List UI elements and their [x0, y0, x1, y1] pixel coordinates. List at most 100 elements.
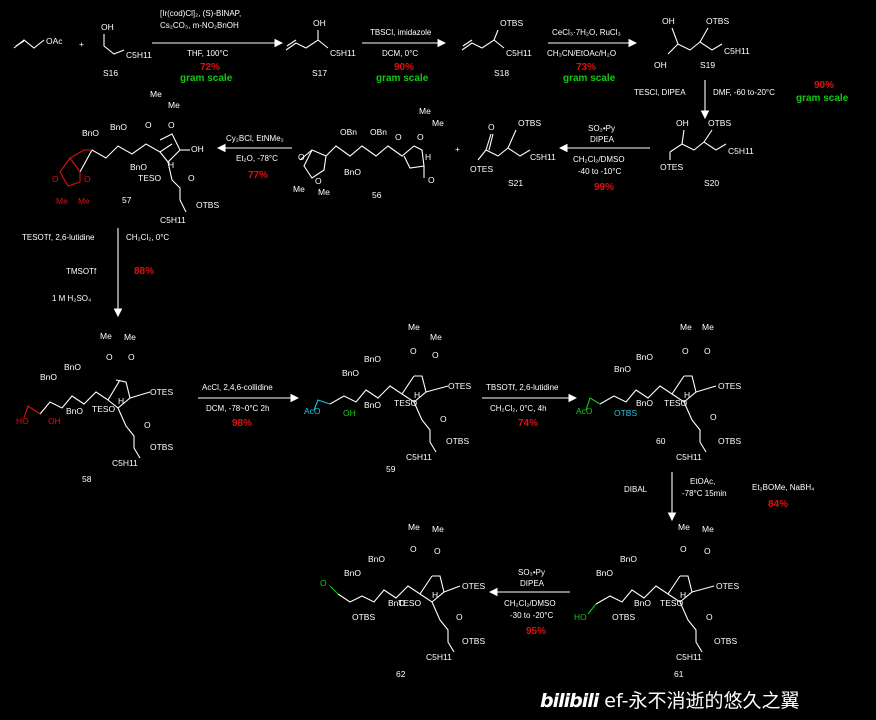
svg-text:O: O: [428, 175, 435, 185]
svg-text:CeCl₃·7H₂O, RuCl₃: CeCl₃·7H₂O, RuCl₃: [552, 28, 621, 37]
svg-text:HO: HO: [16, 416, 29, 426]
svg-text:Me: Me: [150, 89, 162, 99]
svg-text:O: O: [128, 352, 135, 362]
svg-text:Et₂O, -78°C: Et₂O, -78°C: [236, 154, 278, 163]
svg-text:C5H11: C5H11: [676, 652, 702, 662]
watermark-text: ef-永不消逝的悠久之翼: [604, 690, 800, 712]
svg-text:Me: Me: [678, 522, 690, 532]
svg-text:O: O: [106, 352, 113, 362]
svg-text:O: O: [410, 544, 417, 554]
label-s21: S21: [508, 178, 523, 188]
svg-text:Cs₂CO₃, m-NO₂BnOH: Cs₂CO₃, m-NO₂BnOH: [160, 21, 239, 30]
svg-text:TESO: TESO: [664, 398, 688, 408]
compound-58: Me Me O O BnO BnO OTES H BnO TESO O OTBS…: [16, 331, 173, 484]
svg-text:DMF, -60 to-20°C: DMF, -60 to-20°C: [713, 88, 775, 97]
svg-text:OH: OH: [101, 22, 114, 32]
svg-text:BnO: BnO: [368, 554, 385, 564]
compound-s17: OH C5H11 S17: [285, 18, 356, 78]
label-s17: S17: [312, 68, 327, 78]
svg-text:BnO: BnO: [596, 568, 613, 578]
svg-text:O: O: [417, 132, 424, 142]
svg-text:Me: Me: [168, 100, 180, 110]
svg-text:OTES: OTES: [716, 581, 739, 591]
allyl-acetate: OAc: [13, 36, 63, 49]
svg-text:88%: 88%: [134, 266, 154, 277]
svg-text:O: O: [456, 612, 463, 622]
svg-text:O: O: [144, 420, 151, 430]
svg-text:Me: Me: [408, 322, 420, 332]
svg-text:O: O: [298, 152, 305, 162]
svg-text:72%: 72%: [200, 62, 220, 73]
svg-text:O: O: [52, 174, 59, 184]
svg-text:Me: Me: [702, 524, 714, 534]
svg-text:-40 to -10°C: -40 to -10°C: [578, 167, 621, 176]
svg-text:BnO: BnO: [110, 122, 127, 132]
svg-text:CH₂Cl₂, 0°C: CH₂Cl₂, 0°C: [126, 233, 169, 242]
svg-text:OH: OH: [48, 416, 61, 426]
svg-text:BnO: BnO: [388, 598, 405, 608]
svg-text:OTES: OTES: [718, 381, 741, 391]
label-56: 56: [372, 190, 382, 200]
svg-text:OH: OH: [654, 60, 667, 70]
compound-s18: OTBS C5H11 S18: [461, 18, 532, 78]
svg-text:BnO: BnO: [364, 400, 381, 410]
svg-text:O: O: [710, 412, 717, 422]
svg-text:H: H: [118, 396, 124, 406]
svg-text:C5H11: C5H11: [330, 48, 356, 58]
svg-text:Et₂BOMe, NaBH₄: Et₂BOMe, NaBH₄: [752, 483, 814, 492]
svg-text:O: O: [682, 346, 689, 356]
svg-text:OTBS: OTBS: [718, 436, 741, 446]
svg-text:gram scale: gram scale: [563, 73, 616, 84]
svg-text:OH: OH: [313, 18, 326, 28]
svg-text:BnO: BnO: [636, 352, 653, 362]
svg-text:OH: OH: [191, 144, 204, 154]
svg-text:THF, 100°C: THF, 100°C: [187, 49, 229, 58]
compound-s19: OH OTBS OH C5H11 S19: [654, 16, 750, 70]
svg-text:Me: Me: [408, 522, 420, 532]
svg-text:DCM, 0°C: DCM, 0°C: [382, 49, 418, 58]
svg-text:O: O: [704, 346, 711, 356]
svg-text:BnO: BnO: [344, 568, 361, 578]
svg-text:Me: Me: [432, 118, 444, 128]
label-s19: S19: [700, 60, 715, 70]
svg-text:95%: 95%: [526, 626, 546, 637]
svg-text:Me: Me: [293, 184, 305, 194]
svg-text:HO: HO: [574, 612, 587, 622]
svg-text:O: O: [704, 546, 711, 556]
svg-text:O: O: [488, 122, 495, 132]
svg-text:90%: 90%: [814, 80, 834, 91]
svg-text:gram scale: gram scale: [376, 73, 429, 84]
svg-text:O: O: [706, 612, 713, 622]
label-s20: S20: [704, 178, 719, 188]
svg-text:OTBS: OTBS: [196, 200, 219, 210]
svg-text:-78°C 15min: -78°C 15min: [682, 489, 727, 498]
svg-text:99%: 99%: [594, 182, 614, 193]
svg-text:O: O: [145, 120, 152, 130]
svg-text:EtOAc,: EtOAc,: [690, 477, 715, 486]
svg-text:Me: Me: [56, 196, 68, 206]
svg-text:OH: OH: [343, 408, 356, 418]
svg-text:C5H11: C5H11: [724, 46, 750, 56]
svg-text:DIPEA: DIPEA: [520, 579, 545, 588]
svg-text:BnO: BnO: [344, 167, 361, 177]
svg-text:Me: Me: [680, 322, 692, 332]
plus-sign-2: +: [455, 144, 460, 154]
svg-text:SO₃•Py: SO₃•Py: [588, 124, 615, 133]
svg-text:1 M H₂SO₄: 1 M H₂SO₄: [52, 294, 91, 303]
label-62: 62: [396, 669, 406, 679]
svg-text:Cy₂BCl, EtNMe₂: Cy₂BCl, EtNMe₂: [226, 134, 284, 143]
svg-text:CH₂Cl₂/DMSO: CH₂Cl₂/DMSO: [573, 155, 625, 164]
svg-text:98%: 98%: [232, 418, 252, 429]
svg-text:BnO: BnO: [130, 162, 147, 172]
svg-text:Me: Me: [432, 524, 444, 534]
compound-56: OBn OBn Me Me O O O O Me Me BnO H O 56: [293, 106, 444, 200]
svg-text:OBn: OBn: [370, 127, 387, 137]
svg-text:TMSOTf: TMSOTf: [66, 267, 97, 276]
svg-text:CH₂Cl₂/DMSO: CH₂Cl₂/DMSO: [504, 599, 556, 608]
svg-text:OTES: OTES: [462, 581, 485, 591]
svg-text:H: H: [432, 590, 438, 600]
svg-text:OTBS: OTBS: [708, 118, 731, 128]
svg-text:TESO: TESO: [138, 173, 162, 183]
svg-text:C5H11: C5H11: [728, 146, 754, 156]
